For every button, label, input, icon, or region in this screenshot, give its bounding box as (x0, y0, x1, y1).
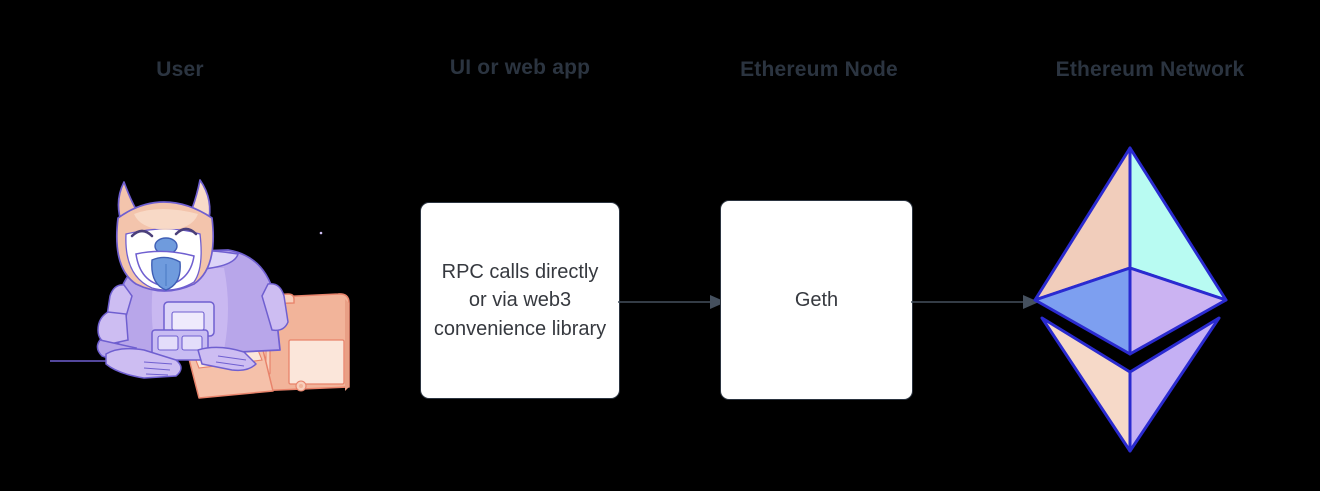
shiba-inu-at-computer-illustration (50, 179, 350, 399)
arrow-node-to-network (911, 295, 1039, 309)
eth-logo-upper (1033, 146, 1228, 356)
column-label-ui-or-web-app: UI or web app (449, 56, 591, 79)
shiba-inu-head (115, 179, 215, 292)
column-label-ethereum-network: Ethereum Network (1055, 58, 1245, 81)
column-label-ethereum-node: Ethereum Node (740, 58, 898, 81)
arrow-webapp-to-node (618, 295, 726, 309)
ethereum-diamond-logo (1033, 146, 1228, 453)
process-box-rpc-calls[interactable]: RPC calls directly or via web3 convenien… (420, 202, 620, 399)
process-box-geth[interactable]: Geth (720, 200, 913, 400)
sparkle-dot (319, 231, 323, 235)
column-label-user: User (156, 58, 204, 81)
eth-logo-lower (1040, 316, 1221, 453)
